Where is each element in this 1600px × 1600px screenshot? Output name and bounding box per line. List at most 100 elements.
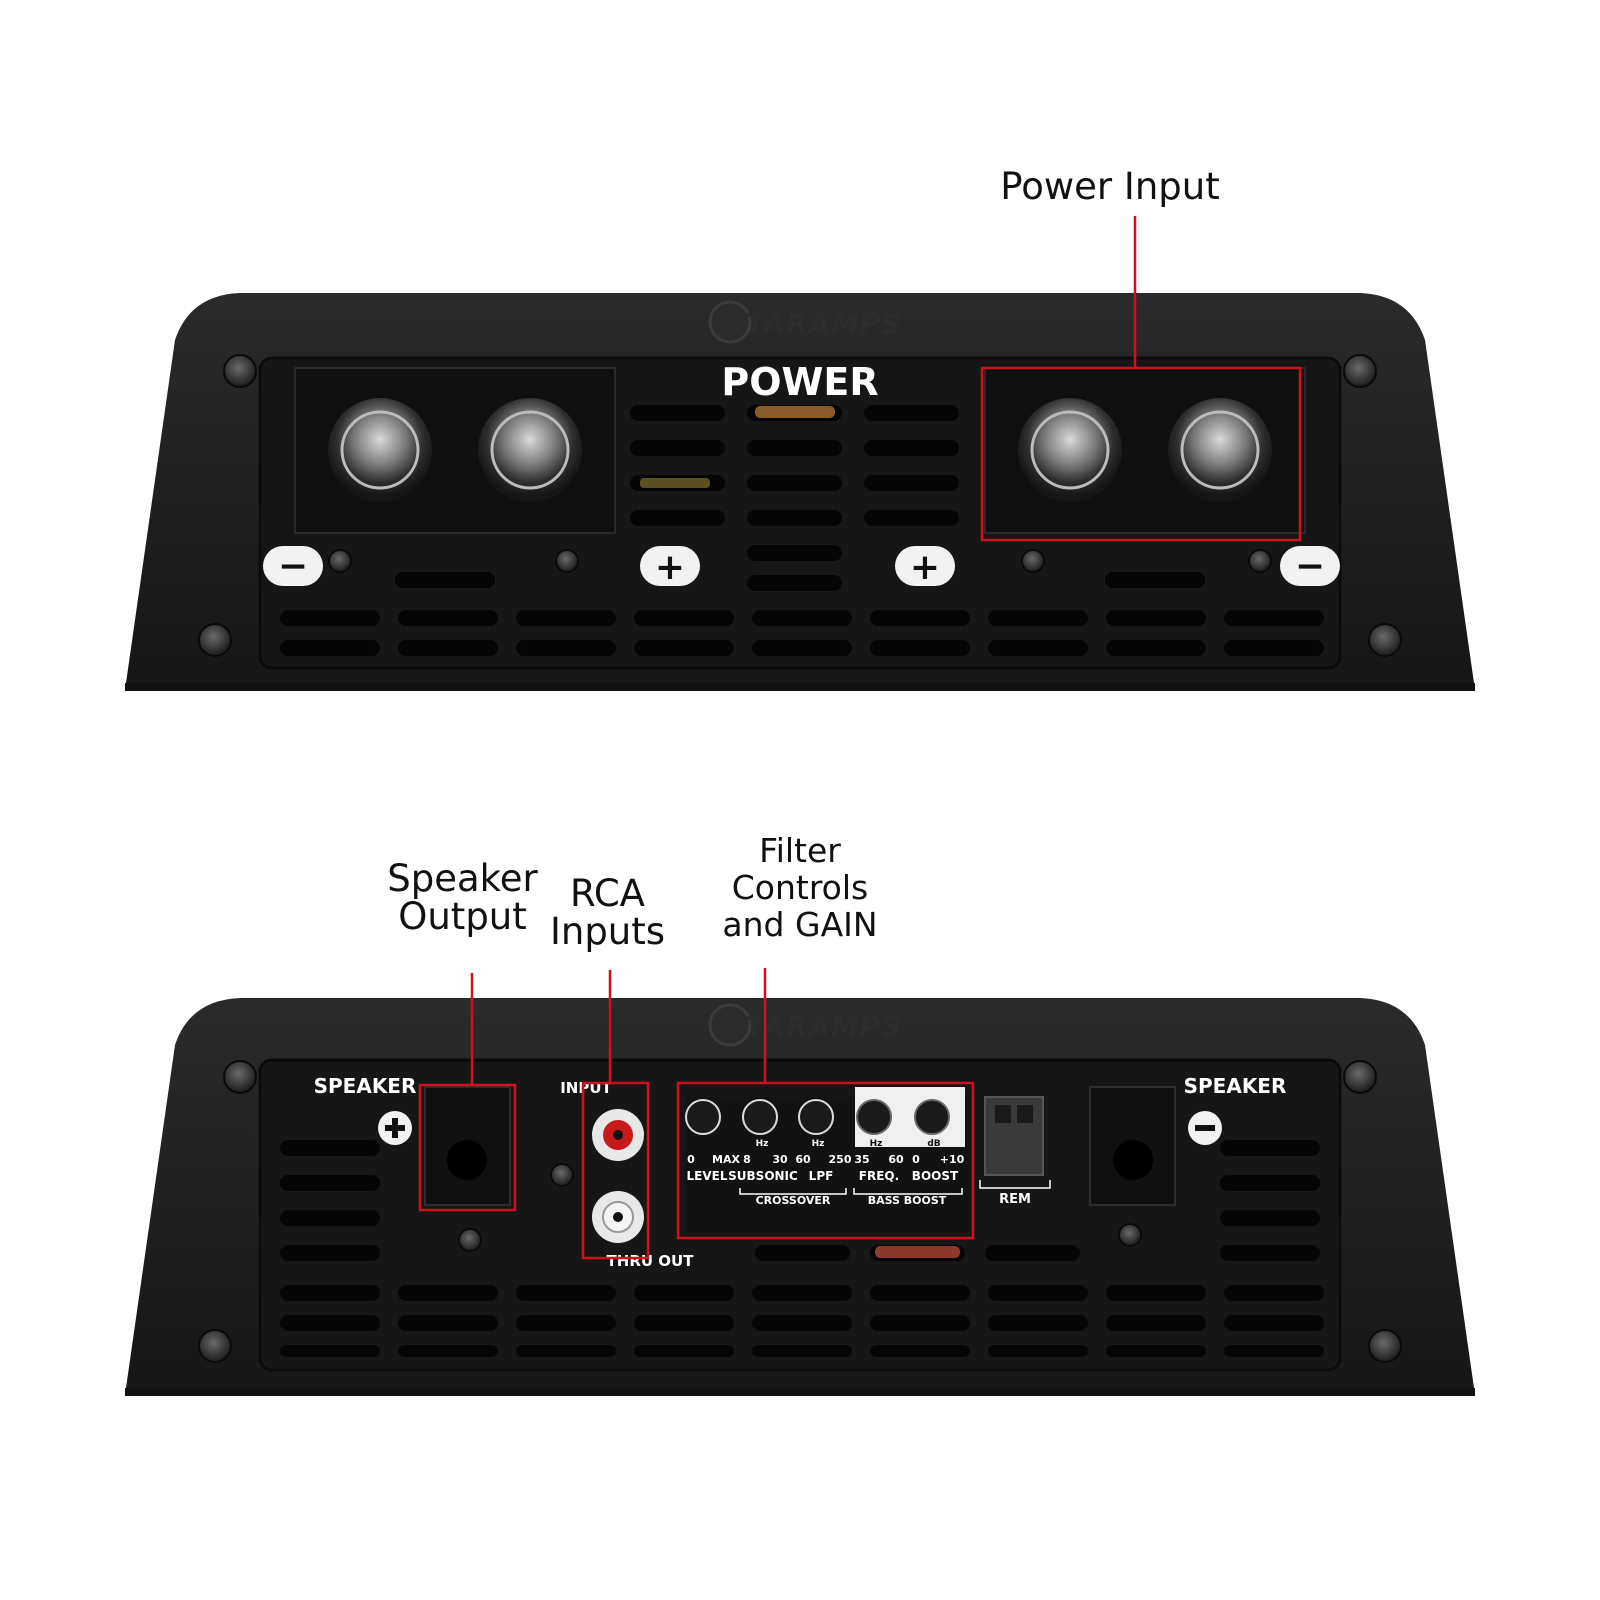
top-lower-vents [280,572,1324,656]
svg-text:−: − [278,546,308,587]
power-terminal-1 [1018,398,1122,502]
lpf-scale-max: 250 [829,1153,852,1166]
freq-label: FREQ. [859,1169,899,1183]
negative-terminal-block [294,367,616,534]
svg-text:+: + [655,547,685,588]
boost-label: BOOST [912,1169,959,1183]
bottom-amp-bottom-edge [125,1388,1475,1396]
screw-icon [198,623,232,657]
top-amp-body [125,293,1475,690]
negative-terminal-2 [478,398,582,502]
power-input-highlight [980,366,1302,542]
bottom-internal-blue-right [870,1215,970,1229]
screw-icon [223,1060,257,1094]
bottom-internal-blue-left [752,1215,852,1229]
screw-icon [328,549,352,573]
rca-inputs-line-2: Inputs [549,910,666,953]
crossover-group-label: CROSSOVER [756,1194,831,1207]
speaker-plus-terminal [424,1086,511,1206]
subsonic-scale-max: 30 [772,1153,788,1166]
screw-icon [1118,1223,1142,1247]
crossover-bracket [739,1188,847,1195]
filter-controls-line-2: Controls [731,868,869,907]
power-terminal-2 [1168,398,1272,502]
speaker-output-line-1: Speaker [387,857,538,900]
negative-terminal-1 [328,398,432,502]
top-amp-bottom-edge [125,683,1475,691]
rem-label: REM [999,1192,1031,1207]
rca-thru-out-label: THRU OUT [607,1252,695,1270]
screw-icon [555,549,579,573]
knob-subsonic [742,1099,778,1135]
svg-text:+: + [910,547,940,588]
subsonic-scale-min: 8 [743,1153,751,1166]
bass-boost-bracket [853,1188,963,1195]
screw-icon [1343,1060,1377,1094]
boost-scale-min: 0 [912,1153,920,1166]
svg-text:−: − [1295,546,1325,587]
screw-icon [550,1163,574,1187]
level-scale-max: MAX [712,1153,740,1166]
lpf-label: LPF [809,1169,834,1183]
subsonic-label: SUBSONIC [728,1169,798,1183]
terminal-sign-pos-left: + [640,546,700,588]
top-internal-component [640,478,710,488]
speaker-minus-label: SPEAKER [1184,1074,1287,1098]
screw-icon [198,1329,232,1363]
bottom-internal-coil [875,1246,960,1258]
screw-icon [1368,1329,1402,1363]
knob-freq [856,1099,892,1135]
bottom-vents [280,1140,1324,1357]
knob-lpf [798,1099,834,1135]
level-label: LEVEL [687,1169,728,1183]
rca-input-jack [592,1109,644,1161]
screw-icon [1248,549,1272,573]
bottom-brand-name: TARAMPS [745,1010,902,1043]
top-center-vents [630,405,959,591]
filter-controls-callout: Filter Controls and GAIN [715,832,885,943]
freq-scale-min: 35 [854,1153,869,1166]
bottom-amp-face-panel [258,1058,1342,1372]
filter-controls-line-1: Filter [759,831,841,870]
rem-bracket [979,1180,1051,1189]
power-input-callout: Power Input [1000,168,1220,206]
bass-boost-highlight-panel [855,1087,965,1147]
power-terminal-block [984,367,1306,534]
top-screws [198,354,1402,657]
speaker-minus-terminal [1089,1086,1176,1206]
filter-controls-line-3: and GAIN [722,905,878,944]
screw-icon [1368,623,1402,657]
screw-icon [1343,354,1377,388]
bottom-brand-logo-icon [708,1003,752,1047]
lpf-scale-min: 60 [795,1153,811,1166]
top-amplifier: TARAMPS POWER [125,216,1475,691]
terminal-sign-neg-left: − [263,546,323,587]
terminal-sign-neg-right: − [1280,546,1340,587]
rca-input-label: INPUT [560,1079,612,1097]
control-label-area [685,1097,970,1232]
speaker-output-line-2: Output [398,895,527,938]
filter-controls-highlight [676,1081,975,1240]
terminal-sign-pos-right: + [895,546,955,588]
power-input-label: Power Input [1000,165,1220,208]
plus-icon [378,1111,412,1145]
rca-inputs-highlight [581,1081,650,1260]
top-internal-coil [755,406,835,418]
rem-connector [984,1096,1044,1176]
top-brand-logo-icon [708,300,752,344]
top-brand-name: TARAMPS [745,307,902,340]
lpf-unit: Hz [812,1139,825,1149]
minus-icon [1188,1111,1222,1145]
rca-inputs-line-1: RCA [569,872,645,915]
bottom-amplifier: TARAMPS SPEAKER SPEAKER [125,968,1475,1396]
power-label: POWER [721,360,878,404]
freq-unit: Hz [870,1139,883,1149]
screw-icon [1021,549,1045,573]
screw-icon [223,354,257,388]
bottom-screws [198,1060,1402,1363]
subsonic-unit: Hz [756,1139,769,1149]
bass-boost-group-label: BASS BOOST [868,1194,947,1207]
boost-unit: dB [927,1139,940,1149]
screw-icon [458,1228,482,1252]
